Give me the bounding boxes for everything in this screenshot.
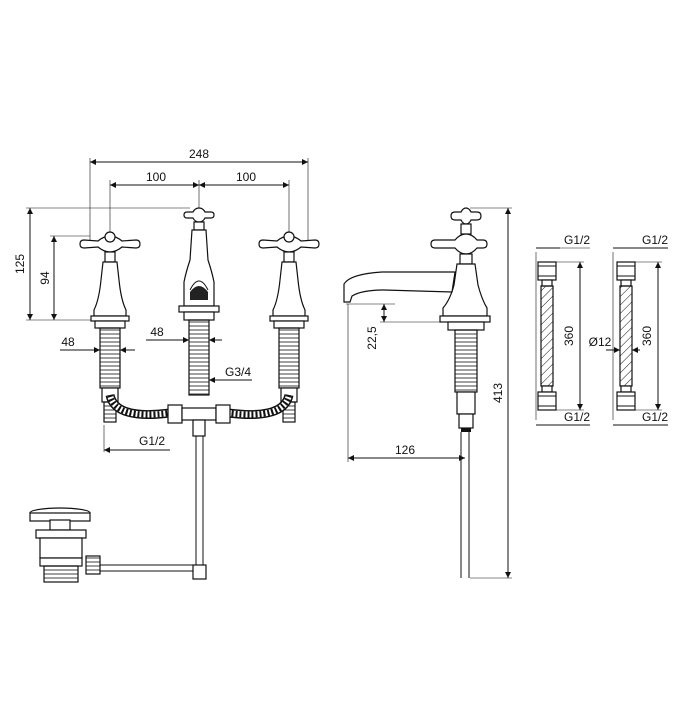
hose-left: G1/2 360 G1/2 xyxy=(535,233,590,426)
right-cross-tap xyxy=(258,231,320,423)
front-view: 248 100 100 125 94 xyxy=(13,147,320,583)
dim-overall-width: 248 xyxy=(89,147,309,248)
dim-shank-center: 48 xyxy=(146,325,222,343)
dim-label-413: 413 xyxy=(491,383,505,403)
center-spout xyxy=(178,207,220,396)
dim-thread-g12: G1/2 xyxy=(103,425,170,453)
dim-label-48-left: 48 xyxy=(61,335,75,349)
left-cross-tap xyxy=(79,231,141,423)
dim-label-g12-front: G1/2 xyxy=(139,434,165,448)
dim-handle-height: 94 xyxy=(38,235,90,320)
hose2-diameter-label: Ø12 xyxy=(589,335,612,349)
hose2-top-label: G1/2 xyxy=(642,233,668,247)
dim-label-125: 125 xyxy=(13,254,27,274)
popup-waste xyxy=(29,507,193,583)
hose1-length-label: 360 xyxy=(562,326,576,346)
dim-label-g34: G3/4 xyxy=(225,365,251,379)
dim-shank-left: 48 xyxy=(60,335,135,353)
dim-label-100-left: 100 xyxy=(146,170,166,184)
dim-label-22-5: 22,5 xyxy=(365,326,379,350)
dim-spout-rise: 22,5 xyxy=(346,303,440,350)
dim-label-248: 248 xyxy=(189,147,209,161)
side-handle xyxy=(450,207,482,225)
side-spout xyxy=(343,271,456,303)
hose2-bottom-label: G1/2 xyxy=(642,410,668,424)
dim-label-94: 94 xyxy=(38,271,52,285)
side-view: 413 22,5 126 xyxy=(343,207,512,579)
dim-thread-g34: G3/4 xyxy=(209,365,252,383)
connecting-hoses xyxy=(105,393,294,580)
dim-label-100-right: 100 xyxy=(236,170,256,184)
hose1-top-label: G1/2 xyxy=(564,233,590,247)
hose2-length-label: 360 xyxy=(640,326,654,346)
hose-right: G1/2 Ø12 360 G1/2 xyxy=(589,233,668,426)
hose1-bottom-label: G1/2 xyxy=(564,410,590,424)
dim-label-126: 126 xyxy=(395,443,415,457)
dim-spout-reach: 126 xyxy=(347,304,465,462)
dim-total-height: 413 xyxy=(470,207,512,579)
dim-label-48-center: 48 xyxy=(150,325,164,339)
dim-overall-height: 125 xyxy=(13,207,190,321)
